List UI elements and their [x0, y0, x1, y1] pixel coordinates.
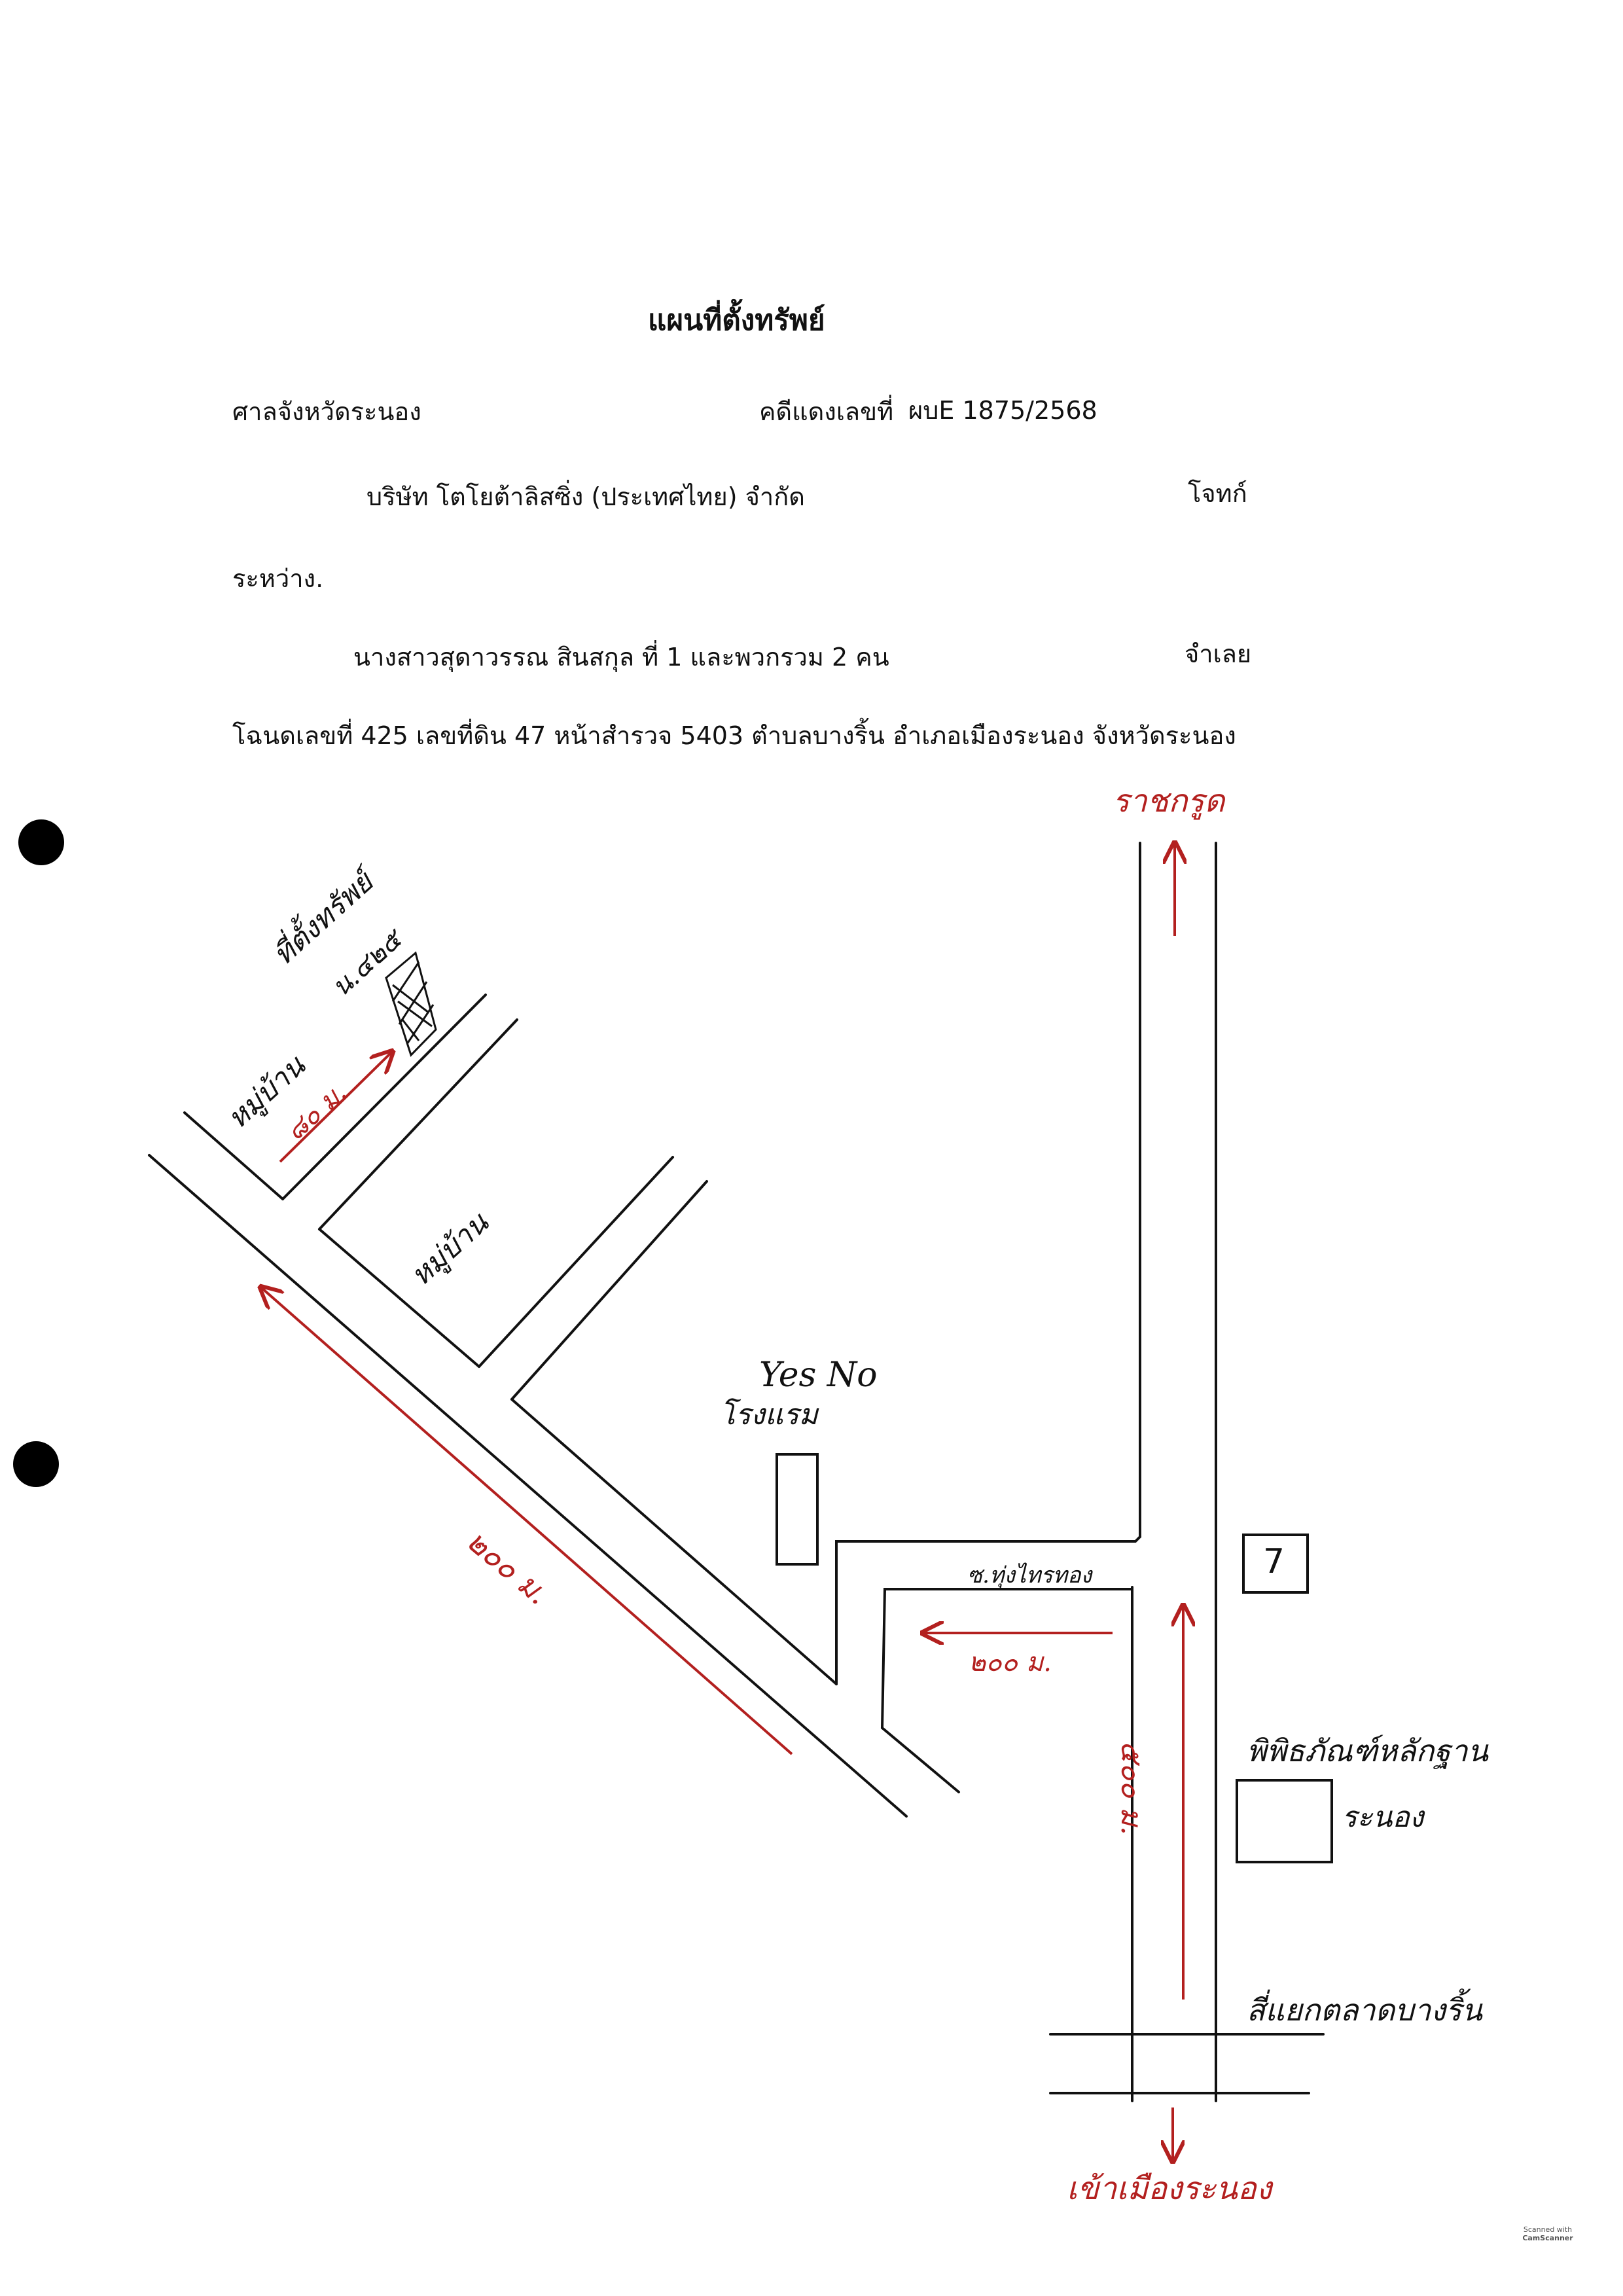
label-distance-200m-soi: ๒๐๐ ม. — [969, 1647, 1052, 1677]
label-intersection: สี่แยกตลาดบางริ้น — [1247, 1992, 1482, 2028]
label-soi: ซ.ทุ่งไทรทอง — [967, 1562, 1092, 1588]
label-museum-sub: ระนอง — [1342, 1801, 1424, 1834]
between-label: ระหว่าง. — [232, 564, 324, 593]
arrow-80m — [279, 1052, 391, 1163]
side-road-2-lower — [510, 1180, 708, 1401]
document-title: แผนที่ตั้งทรัพย์ — [648, 304, 825, 337]
deed-line: โฉนดเลขที่ 425 เลขที่ดิน 47 หน้าสำรวจ 54… — [232, 721, 1236, 750]
label-museum: พิพิธภัณฑ์หลักฐาน — [1247, 1733, 1488, 1768]
punch-hole-top — [18, 819, 64, 865]
diagonal-road-outer — [148, 1154, 908, 1818]
case-number: ผบE 1875/2568 — [908, 396, 1097, 425]
side-road-1-lower — [318, 1018, 518, 1230]
label-yes-no: Yes No — [759, 1355, 878, 1395]
label-to-ratchakrut: ราชกรูด — [1113, 783, 1225, 819]
plaintiff-name: บริษัท โตโยต้าลิสซิ่ง (ประเทศไทย) จำกัด — [366, 482, 805, 511]
punch-hole-bottom — [13, 1441, 59, 1487]
soi-top-edge — [835, 1535, 1141, 1685]
soi-bottom-edge — [881, 1588, 1133, 1729]
side-road-1-upper — [281, 994, 487, 1200]
arrow-200m-diagonal — [262, 1288, 793, 1755]
diagonal-road-inner — [510, 1398, 838, 1685]
plaintiff-role: โจทก์ — [1188, 479, 1247, 508]
court-name: ศาลจังหวัดระนอง — [232, 397, 421, 426]
diagonal-road-inner-lower — [881, 1727, 960, 1793]
hotel-building — [776, 1453, 819, 1566]
defendant-name: นางสาวสุดาวรรณ สินสกุล ที่ 1 และพวกรวม 2… — [353, 643, 889, 672]
museum-building — [1236, 1779, 1333, 1863]
watermark-line-1: Scanned with — [1523, 2225, 1573, 2234]
watermark-line-2: CamScanner — [1522, 2234, 1573, 2243]
label-to-city: เข้าเมืองระนอง — [1067, 2170, 1272, 2207]
side-road-2-upper — [478, 1156, 674, 1368]
defendant-role: จำเลย — [1185, 639, 1252, 668]
label-distance-500m: ๕๐๐ ม. — [1115, 1741, 1148, 1835]
label-seven-eleven: 7 — [1263, 1542, 1285, 1581]
side-road-2-left — [318, 1228, 480, 1368]
side-road-1-left — [183, 1111, 284, 1200]
scanner-watermark: Scanned with CamScanner — [1512, 2225, 1584, 2242]
label-hotel: โรงแรม — [720, 1398, 818, 1431]
property-parcel — [385, 951, 437, 1057]
case-label: คดีแดงเลขที่ — [759, 397, 894, 426]
seven-eleven-store — [1242, 1534, 1309, 1594]
